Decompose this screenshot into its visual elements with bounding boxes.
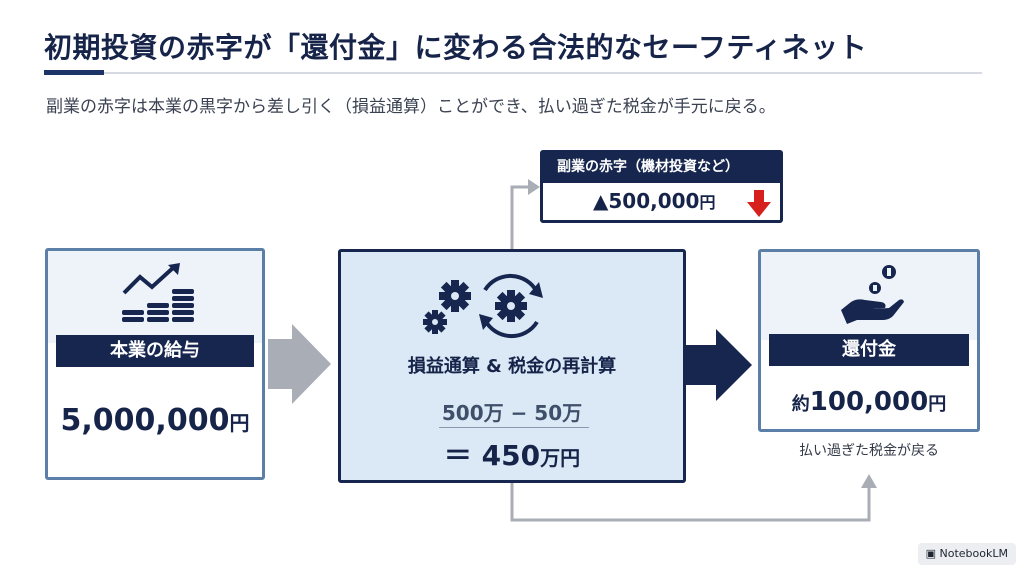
calc-to-refund-return-connector — [510, 483, 871, 522]
gears-refresh-icon — [423, 273, 543, 339]
income-label: 本業の給与 — [56, 335, 254, 367]
refund-card: 還付金 約100,000円 — [758, 249, 980, 432]
page-subtitle: 副業の赤字は本業の黒字から差し引く（損益通算）ことができ、払い過ぎた税金が手元に… — [46, 97, 776, 117]
title-accent-bar — [44, 70, 104, 75]
income-to-calc-arrow — [268, 324, 331, 404]
loss-value: ▲500,000円 — [593, 189, 716, 213]
brand-icon: ▣ — [925, 547, 940, 560]
income-value: 5,000,000円 — [60, 403, 250, 438]
coins-growth-icon — [122, 263, 194, 322]
formula-divider — [439, 427, 589, 428]
calc-to-loss-connector — [510, 185, 530, 249]
refund-note: 払い過ぎた税金が戻る — [799, 443, 939, 459]
hand-coins-icon — [841, 265, 904, 324]
calc-to-refund-arrow — [686, 329, 752, 401]
calculation-card: 損益通算 & 税金の再計算 500万 − 50万 ＝ 450万円 — [338, 249, 686, 483]
income-card: 本業の給与 5,000,000円 — [45, 248, 265, 480]
loss-card: 副業の赤字（機材投資など） ▲500,000円 — [540, 150, 783, 223]
page-title: 初期投資の赤字が「還付金」に変わる合法的なセーフティネット — [44, 31, 868, 64]
calculation-formula: 500万 − 50万 — [441, 401, 583, 425]
loss-label: 副業の赤字（機材投資など） — [543, 153, 780, 183]
calculation-label: 損益通算 & 税金の再計算 — [407, 356, 617, 377]
refund-value: 約100,000円 — [791, 387, 947, 417]
title-divider — [44, 72, 982, 74]
refund-label: 還付金 — [769, 334, 969, 366]
calculation-result: ＝ 450万円 — [443, 439, 581, 472]
down-arrow-icon — [747, 190, 771, 217]
notebooklm-watermark: ▣ NotebookLM — [917, 543, 1016, 565]
